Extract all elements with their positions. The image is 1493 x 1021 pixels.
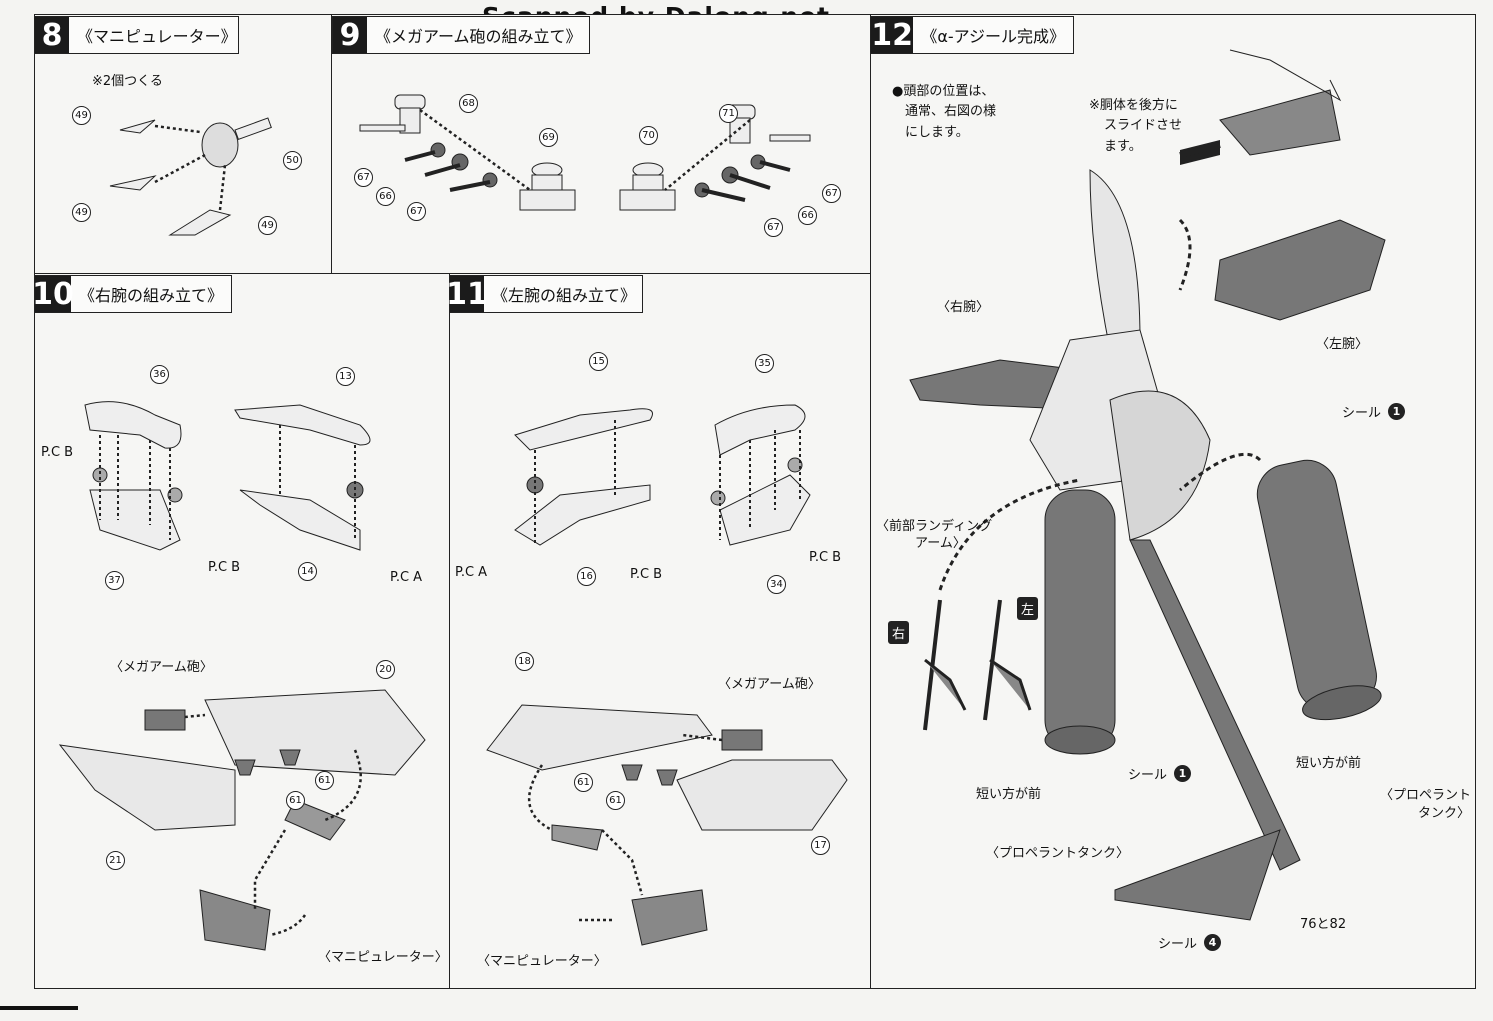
part-number: 34	[767, 575, 786, 594]
part-number: 68	[459, 94, 478, 113]
pc-label: P.C B	[809, 550, 842, 565]
right-arm-shell-drawing	[58, 689, 426, 951]
propellant-tank-label: タンク〉	[1418, 806, 1471, 821]
left-arm-label: 〈左腕〉	[1316, 337, 1369, 352]
step-9-header: 9 《メガアーム砲の組み立て》	[332, 16, 590, 54]
part-number: 16	[577, 567, 596, 586]
pc-circle: B	[231, 560, 241, 575]
seal-4-label: シール	[1158, 937, 1198, 952]
pc-circle: B	[653, 567, 663, 582]
pc-label: P.C B	[208, 560, 241, 575]
part-number: 71	[719, 104, 738, 123]
step-number: 12	[871, 17, 914, 53]
head-position-note: ●頭部の位置は、	[892, 84, 995, 99]
part-number: 20	[376, 660, 395, 679]
left-arm-frame-drawing	[514, 404, 811, 546]
manipulator-label: 〈マニピュレーター〉	[477, 954, 607, 969]
pc-circle: B	[832, 550, 842, 565]
seal-number-badge: 1	[1174, 765, 1191, 782]
part-number: 67	[354, 168, 373, 187]
part-number: 49	[258, 216, 277, 235]
part-number: 70	[639, 126, 658, 145]
pc-circle: A	[413, 570, 423, 585]
propellant-tank-label: 〈プロペラントタンク〉	[986, 846, 1130, 861]
part-number: 36	[150, 365, 169, 384]
step-number: 10	[32, 276, 74, 312]
step-title: 《マニピュレーター》	[77, 27, 237, 46]
pc-label: P.C A	[390, 570, 423, 585]
step-10-header: 10 《右腕の組み立て》	[32, 275, 232, 313]
step-number: 9	[333, 17, 367, 53]
short-side-front-label: 短い方が前	[976, 787, 1042, 802]
part-number: 66	[798, 206, 817, 225]
left-arm-shell-drawing	[486, 704, 848, 946]
part-number: 61	[606, 791, 625, 810]
head-position-note: 通常、右図の様	[905, 104, 997, 119]
right-tag: 右	[888, 621, 910, 644]
mega-arm-label: 〈メガアーム砲〉	[110, 660, 213, 675]
part-number: 35	[755, 354, 774, 373]
pc-label: P.C B	[630, 567, 663, 582]
part-number: 50	[283, 151, 302, 170]
propellant-tank-label: 〈プロペラント	[1380, 788, 1472, 803]
part-number: 21	[106, 851, 125, 870]
part-number: 15	[589, 352, 608, 371]
part-number: 49	[72, 203, 91, 222]
seal-number-badge: 1	[1388, 403, 1405, 420]
part-number: 14	[298, 562, 317, 581]
step-number: 8	[35, 17, 69, 53]
step-8-header: 8 《マニピュレーター》	[34, 16, 239, 54]
seal-number-badge: 4	[1204, 934, 1221, 951]
mega-arm-cannon-drawing	[359, 94, 811, 211]
step-12-header: 12 《α-アジール完成》	[870, 16, 1074, 54]
part-number: 37	[105, 571, 124, 590]
part-number: 67	[407, 202, 426, 221]
step-note: ※2個つくる	[92, 74, 163, 89]
parts-76-82-label: 76と82	[1300, 917, 1347, 932]
slide-note: ます。	[1104, 139, 1142, 154]
part-number: 49	[72, 106, 91, 125]
front-landing-arm-label: アーム〉	[915, 536, 966, 551]
step-11-panel	[449, 273, 871, 989]
step-10-panel	[34, 273, 450, 989]
part-number: 61	[315, 771, 334, 790]
mega-arm-label: 〈メガアーム砲〉	[718, 677, 821, 692]
step-title: 《α-アジール完成》	[921, 27, 1065, 46]
step-number: 11	[446, 276, 488, 312]
manipulator-label: 〈マニピュレーター〉	[318, 950, 448, 965]
part-number: 69	[539, 128, 558, 147]
right-arm-frame-drawing	[84, 401, 371, 551]
pc-circle: A	[478, 565, 488, 580]
pc-circle: B	[64, 445, 74, 460]
left-tag: 左	[1017, 597, 1039, 620]
right-arm-label: 〈右腕〉	[937, 300, 990, 315]
step-11-header: 11 《左腕の組み立て》	[446, 275, 643, 313]
part-number: 61	[286, 791, 305, 810]
pc-label: P.C B	[41, 445, 74, 460]
alpha-azieru-drawing	[909, 49, 1386, 921]
manipulator-drawing	[109, 117, 272, 236]
part-number: 66	[376, 187, 395, 206]
slide-note: ※胴体を後方に	[1089, 98, 1178, 113]
step-title: 《メガアーム砲の組み立て》	[375, 27, 582, 46]
front-landing-arm-label: 〈前部ランディング	[876, 519, 993, 534]
pc-label: P.C A	[455, 565, 488, 580]
head-position-note: にします。	[905, 125, 969, 140]
part-number: 18	[515, 652, 534, 671]
part-number: 67	[822, 184, 841, 203]
seal-1-label: シール	[1342, 406, 1382, 421]
step-title: 《右腕の組み立て》	[78, 286, 223, 305]
part-number: 67	[764, 218, 783, 237]
part-number: 13	[336, 367, 355, 386]
slide-note: スライドさせ	[1104, 118, 1183, 133]
part-number: 17	[811, 836, 830, 855]
step-title: 《左腕の組み立て》	[492, 286, 637, 305]
part-number: 61	[574, 773, 593, 792]
seal-1-label: シール	[1128, 768, 1168, 783]
page-edge-mark	[0, 1006, 78, 1010]
short-side-front-label: 短い方が前	[1296, 756, 1362, 771]
